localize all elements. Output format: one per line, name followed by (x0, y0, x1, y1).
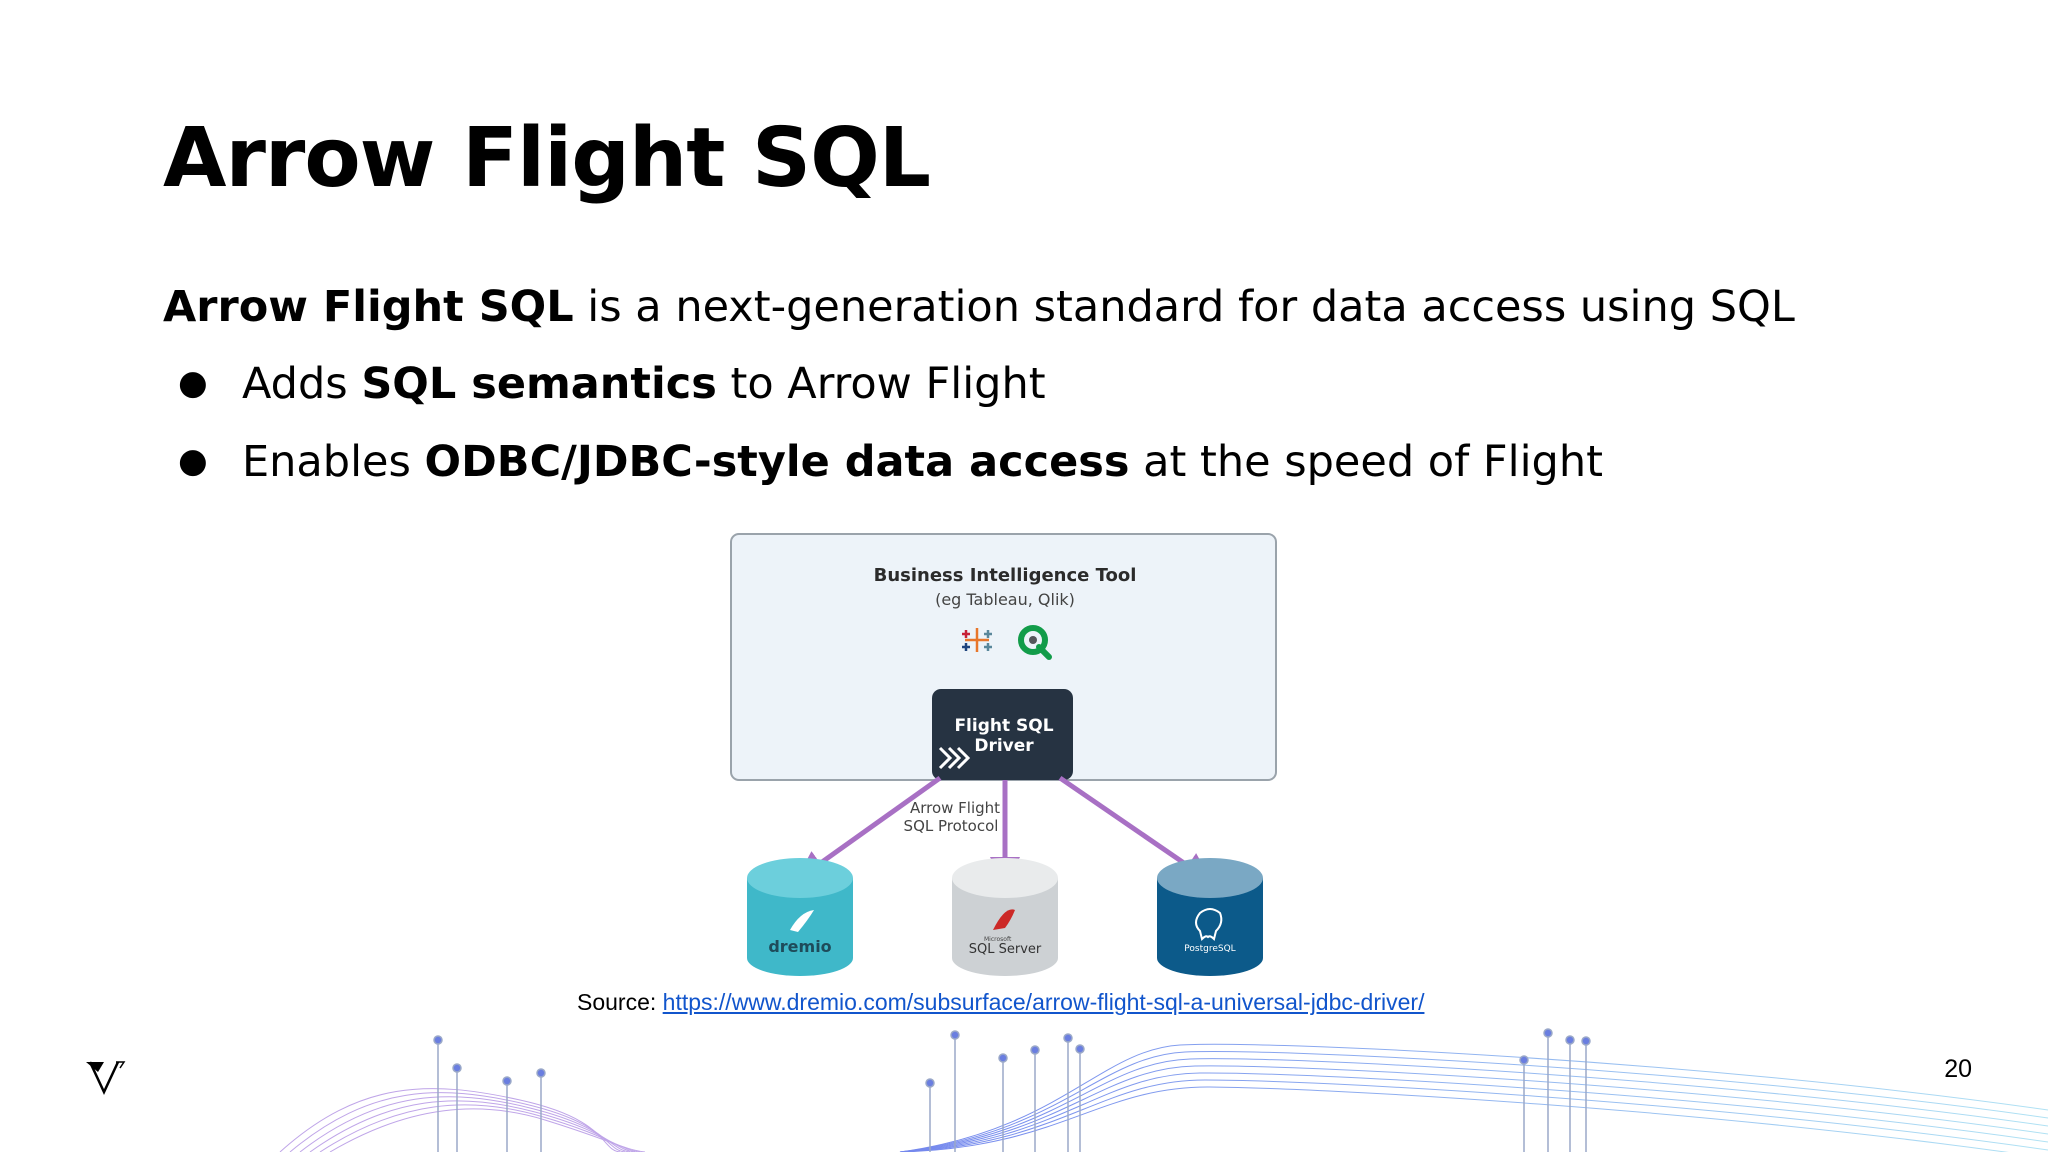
chevron-arrows-icon (938, 746, 971, 770)
bullet-text: to Arrow Flight (716, 359, 1046, 409)
bullet-text: Enables (242, 437, 425, 487)
dremio-label: dremio (768, 937, 831, 956)
lead-rest: is a next-generation standard for data a… (573, 282, 1795, 332)
bullet-text: Adds (242, 359, 362, 409)
source-link[interactable]: https://www.dremio.com/subsurface/arrow-… (662, 989, 1425, 1015)
protocol-label-line1: Arrow Flight (910, 799, 1000, 817)
tableau-icon (962, 628, 992, 652)
page-number: 20 (1944, 1055, 1972, 1083)
lead-bold: Arrow Flight SQL (163, 282, 574, 332)
bullet-sql-semantics: ● Adds SQL semantics to Arrow Flight (178, 359, 1046, 411)
voltron-logo-icon (86, 1061, 126, 1095)
bi-tool-title: Business Intelligence Tool (874, 565, 1137, 586)
dremio-database: dremio (747, 858, 853, 976)
decorative-pins (433, 1028, 1591, 1152)
bullet-bold: SQL semantics (361, 359, 717, 409)
bi-tool-subtitle: (eg Tableau, Qlik) (935, 590, 1075, 609)
postgresql-label: PostgreSQL (1184, 944, 1235, 954)
protocol-label-line2: SQL Protocol (904, 817, 999, 835)
bullet-odbc-jdbc: ● Enables ODBC/JDBC-style data access at … (178, 437, 1603, 489)
dremio-logo-icon (790, 910, 814, 932)
slide-title: Arrow Flight SQL (163, 111, 931, 206)
sqlserver-label-small: Microsoft (984, 936, 1012, 943)
sqlserver-label: SQL Server (969, 942, 1042, 957)
lead-sentence: Arrow Flight SQL is a next-generation st… (163, 282, 1795, 334)
decorative-wave-purple (279, 1088, 646, 1152)
source-label: Source: (577, 989, 663, 1015)
postgresql-database: PostgreSQL (1157, 858, 1263, 976)
driver-label-line1: Flight SQL (954, 716, 1053, 736)
postgresql-elephant-icon (1195, 908, 1223, 941)
bullet-bold: ODBC/JDBC-style data access (424, 437, 1130, 487)
driver-label-line2: Driver (974, 736, 1034, 756)
bullet-marker: ● (178, 363, 208, 403)
sqlserver-logo-icon (993, 909, 1015, 930)
source-citation: Source: https://www.dremio.com/subsurfac… (577, 989, 1424, 1016)
bullet-text: at the speed of Flight (1129, 437, 1603, 487)
sqlserver-database: Microsoft SQL Server (952, 858, 1058, 976)
bullet-marker: ● (178, 441, 208, 481)
protocol-arrows (795, 775, 1213, 887)
decorative-wave-blue (899, 1043, 2048, 1152)
qlik-icon (1018, 625, 1052, 660)
